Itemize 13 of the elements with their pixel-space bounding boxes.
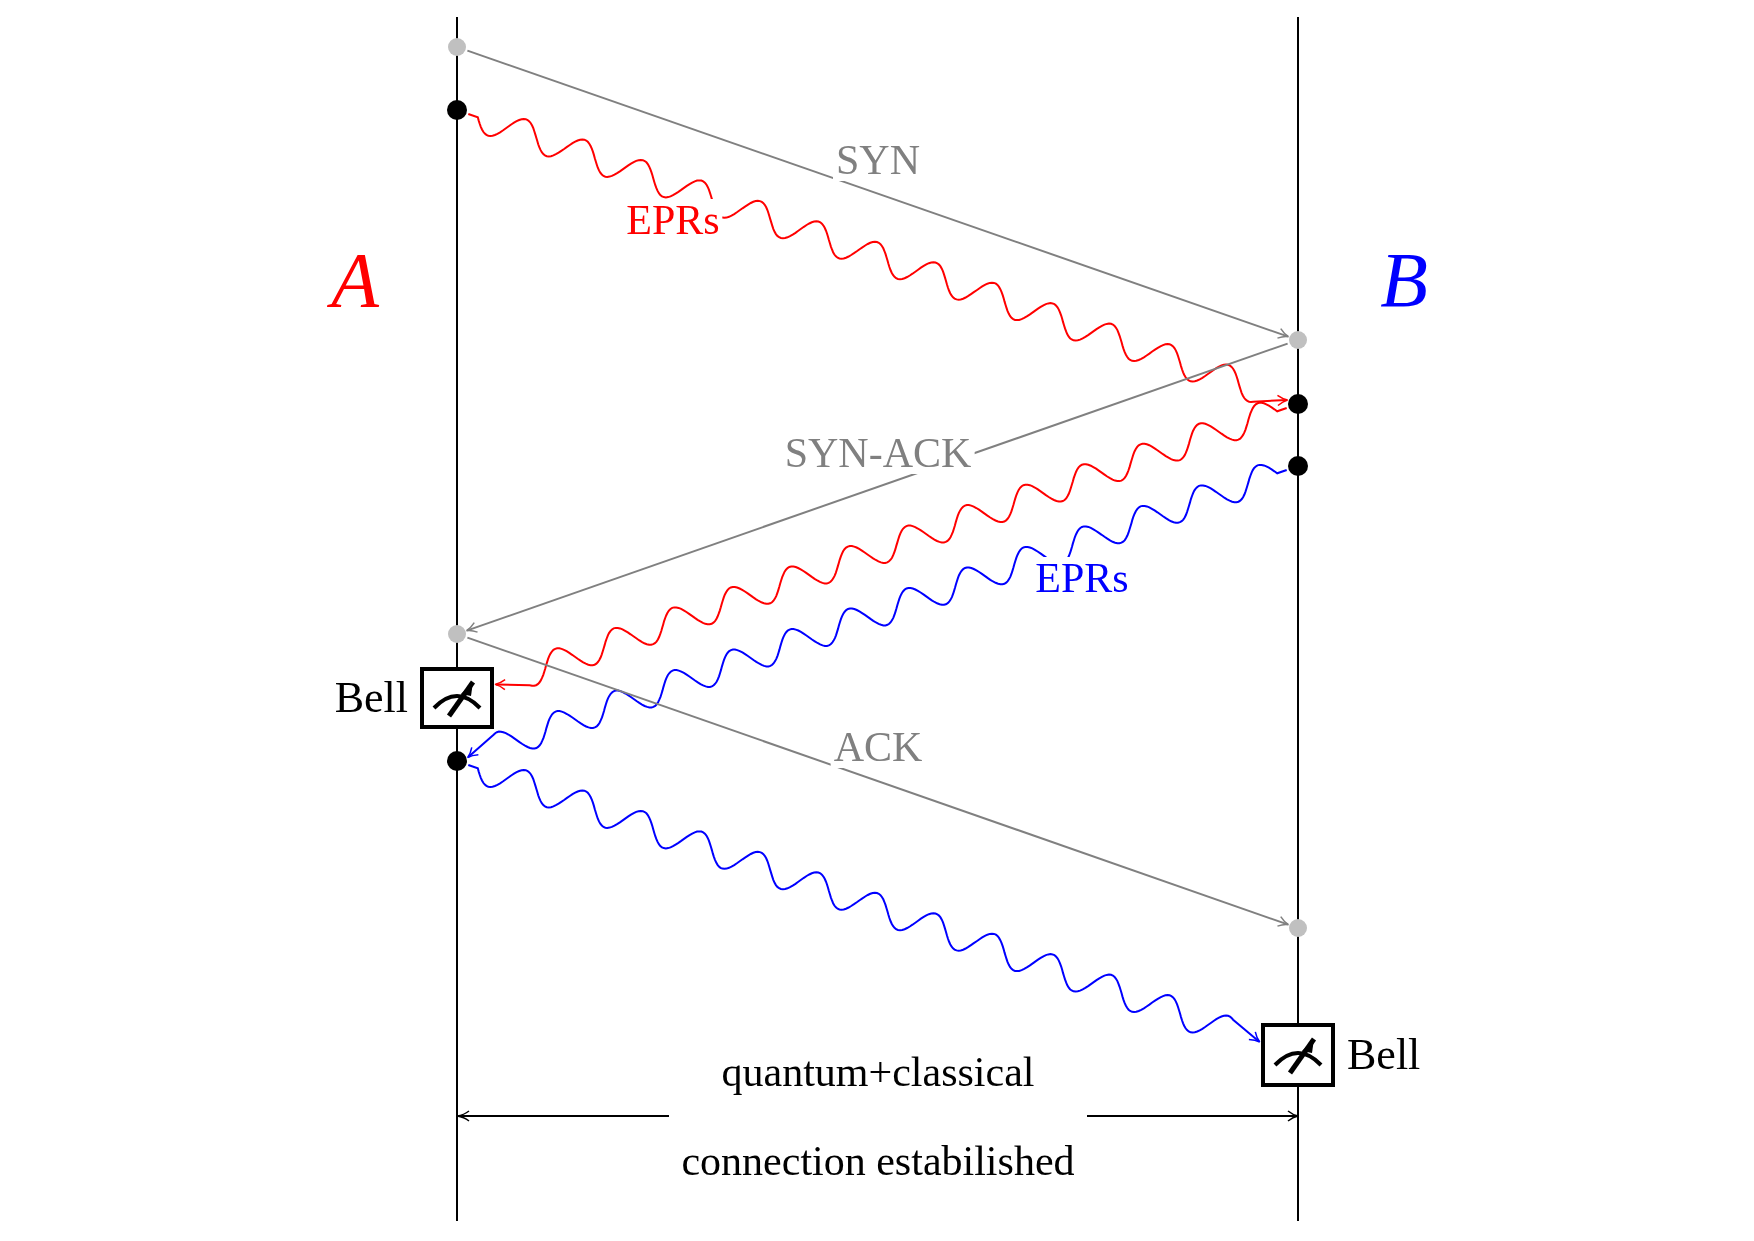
event-dot <box>1288 456 1308 476</box>
event-dot <box>447 100 467 120</box>
event-dot <box>447 751 467 771</box>
event-dot <box>448 38 466 56</box>
event-dot <box>1289 331 1307 349</box>
measurement-label: Bell <box>334 676 408 720</box>
event-dot <box>448 625 466 643</box>
party-label: B <box>1380 241 1428 319</box>
dimension-label: connection estabilished <box>681 1140 1075 1182</box>
event-dot <box>1289 919 1307 937</box>
dimension-label: quantum+classical <box>721 1051 1035 1093</box>
measurement-label: Bell <box>1347 1033 1421 1077</box>
event-dot <box>1288 394 1308 414</box>
